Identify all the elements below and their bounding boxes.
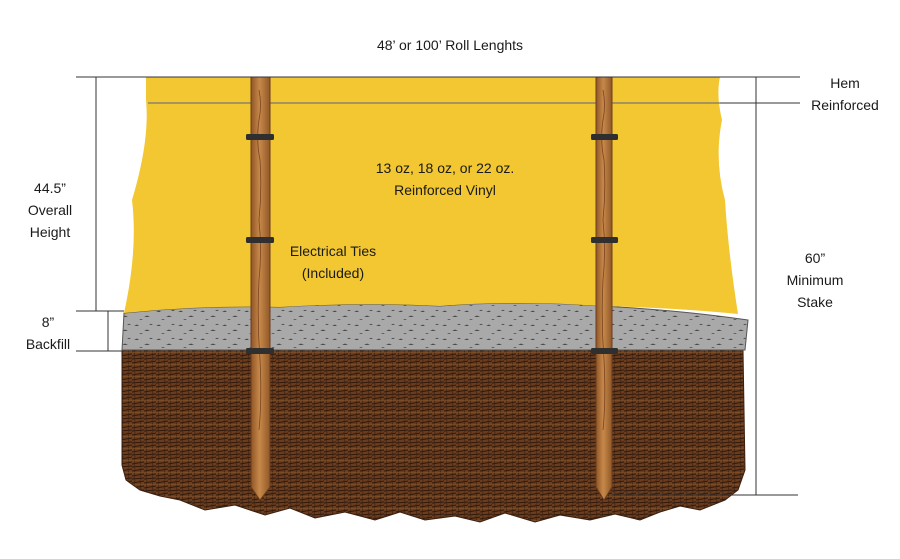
backfill-value: 8” [41,314,55,330]
overall-height-label: 44.5” Overall Height [6,177,94,243]
ties-line2: (Included) [301,265,365,281]
ties-line1: Electrical Ties [289,243,377,259]
height-line2: Height [29,224,71,240]
reinforced-text: Reinforced [811,97,879,113]
dimension-lines [76,76,800,496]
vinyl-line1: 13 oz, 18 oz, or 22 oz. [375,160,515,176]
minimum-stake-label: 60” Minimum Stake [770,247,860,313]
tie-right-top [591,134,618,140]
backfill-word: Backfill [25,336,71,352]
stake-left [250,76,271,501]
tie-right-middle [591,237,618,243]
vinyl-spec-label: 13 oz, 18 oz, or 22 oz. Reinforced Vinyl [330,157,560,201]
backfill-label: 8” Backfill [12,311,84,355]
hem-reinforced-label: Hem Reinforced [795,72,895,116]
electrical-ties-label: Electrical Ties (Included) [270,240,396,284]
roll-length-label: 48’ or 100’ Roll Lenghts [300,34,600,56]
hem-text: Hem [830,75,860,91]
soil-layer [121,349,746,523]
stake-value: 60” [804,250,826,266]
electrical-ties [246,134,618,354]
height-line1: Overall [27,202,73,218]
vinyl-fabric [124,77,738,314]
stake-line1: Minimum [786,272,844,288]
backfill-gravel-layer [121,302,749,351]
tie-right-bottom [591,348,618,354]
roll-length-text: 48’ or 100’ Roll Lenghts [376,37,524,53]
height-value: 44.5” [34,180,66,196]
stake-right [595,76,613,501]
tie-left-bottom [246,348,274,354]
tie-left-middle [246,237,274,243]
vinyl-line2: Reinforced Vinyl [394,182,496,198]
tie-left-top [246,134,274,140]
stake-line2: Stake [797,294,833,310]
